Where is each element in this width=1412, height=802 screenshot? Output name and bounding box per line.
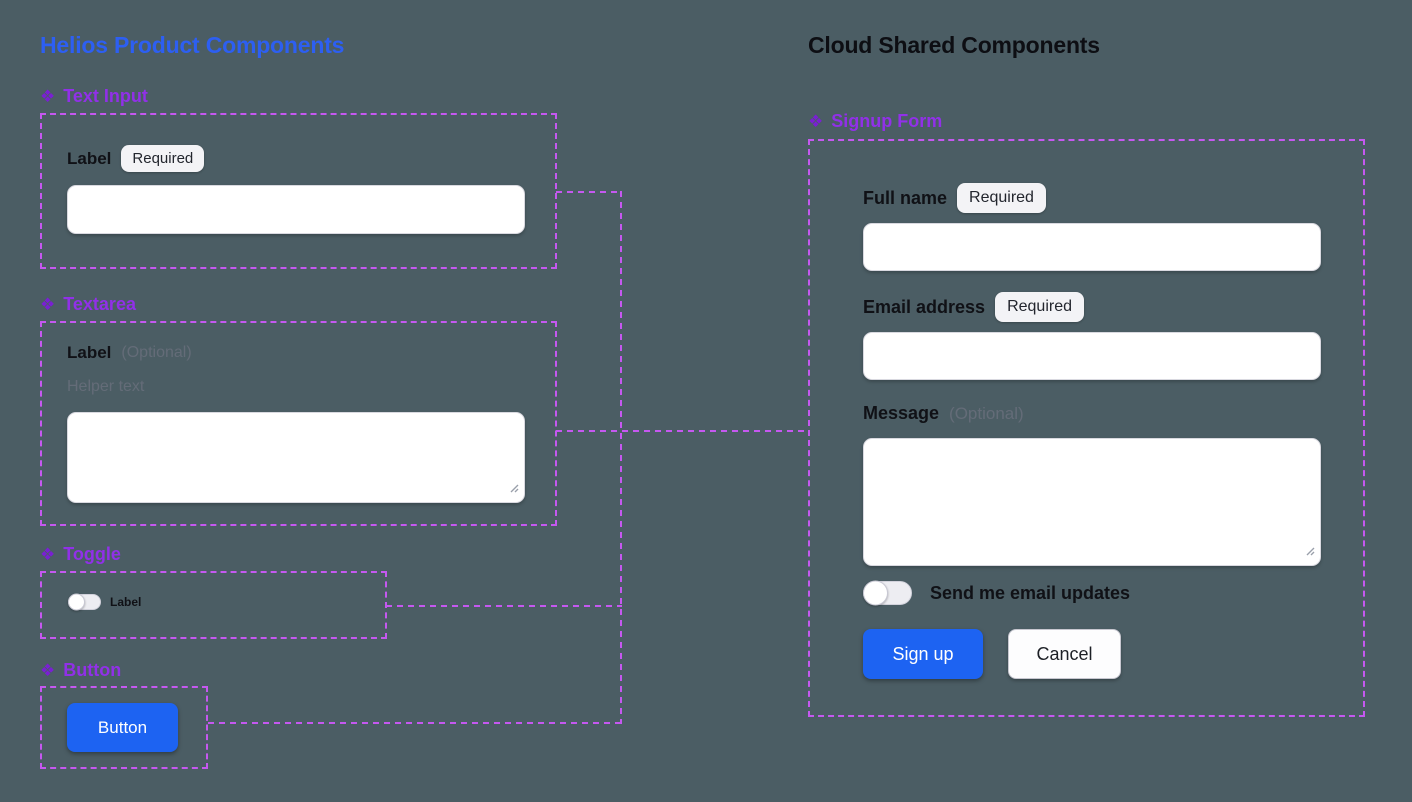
field-label: Label (67, 343, 112, 362)
component-icon: ❖ (808, 112, 824, 131)
button-component-header: ❖ Button (40, 660, 121, 681)
connector-toggle-stub (386, 605, 622, 607)
sample-button[interactable]: Button (67, 703, 178, 752)
button-frame: Button (40, 686, 208, 769)
toggle-frame: Label (40, 571, 387, 639)
email-updates-toggle[interactable] (863, 580, 912, 606)
required-badge: Required (995, 292, 1084, 322)
email-input[interactable] (863, 332, 1321, 380)
toggle-knob[interactable] (863, 580, 888, 606)
text-input-frame: Label Required (40, 113, 557, 269)
component-header-label: Text Input (63, 86, 148, 106)
component-header-label: Toggle (63, 544, 121, 564)
text-input-component-header: ❖ Text Input (40, 86, 148, 107)
message-label: Message (863, 403, 940, 423)
component-icon: ❖ (40, 87, 56, 106)
right-page-title: Cloud Shared Components (808, 32, 1100, 58)
resize-handle-icon[interactable] (1304, 543, 1315, 561)
text-input-field[interactable] (67, 185, 525, 234)
toggle-label: Label (110, 595, 142, 609)
component-icon: ❖ (40, 661, 56, 680)
component-header-label: Button (63, 660, 122, 680)
full-name-label: Full name (863, 187, 948, 208)
optional-hint: (Optional) (949, 403, 1024, 423)
component-header-label: Signup Form (831, 111, 943, 131)
connector-trunk (620, 191, 622, 724)
signup-form-component-header: ❖ Signup Form (808, 111, 942, 132)
textarea-frame: Label (Optional) Helper text (40, 321, 557, 526)
field-label: Label (67, 148, 112, 168)
textarea-field[interactable] (67, 412, 525, 503)
connector-textarea-to-form (556, 430, 808, 432)
helper-text: Helper text (67, 378, 145, 395)
resize-handle-icon[interactable] (508, 480, 519, 498)
connector-button-stub (208, 722, 622, 724)
required-badge: Required (957, 183, 1046, 213)
textarea-component-header: ❖ Textarea (40, 294, 136, 315)
toggle-knob[interactable] (68, 593, 85, 611)
optional-hint: (Optional) (121, 344, 192, 361)
toggle-component-header: ❖ Toggle (40, 544, 121, 565)
email-updates-label: Send me email updates (930, 582, 1131, 603)
sign-up-button[interactable]: Sign up (863, 629, 983, 679)
component-header-label: Textarea (63, 294, 136, 314)
full-name-input[interactable] (863, 223, 1321, 271)
toggle-switch[interactable] (68, 593, 101, 611)
cancel-button[interactable]: Cancel (1008, 629, 1121, 679)
component-icon: ❖ (40, 545, 56, 564)
connector-text-input-stub (556, 191, 622, 193)
email-label: Email address (863, 296, 986, 317)
component-icon: ❖ (40, 295, 56, 314)
required-badge: Required (121, 145, 205, 172)
message-textarea[interactable] (863, 438, 1321, 566)
signup-form-frame: Full name Required Email address Require… (808, 139, 1365, 717)
left-page-title: Helios Product Components (40, 32, 345, 58)
